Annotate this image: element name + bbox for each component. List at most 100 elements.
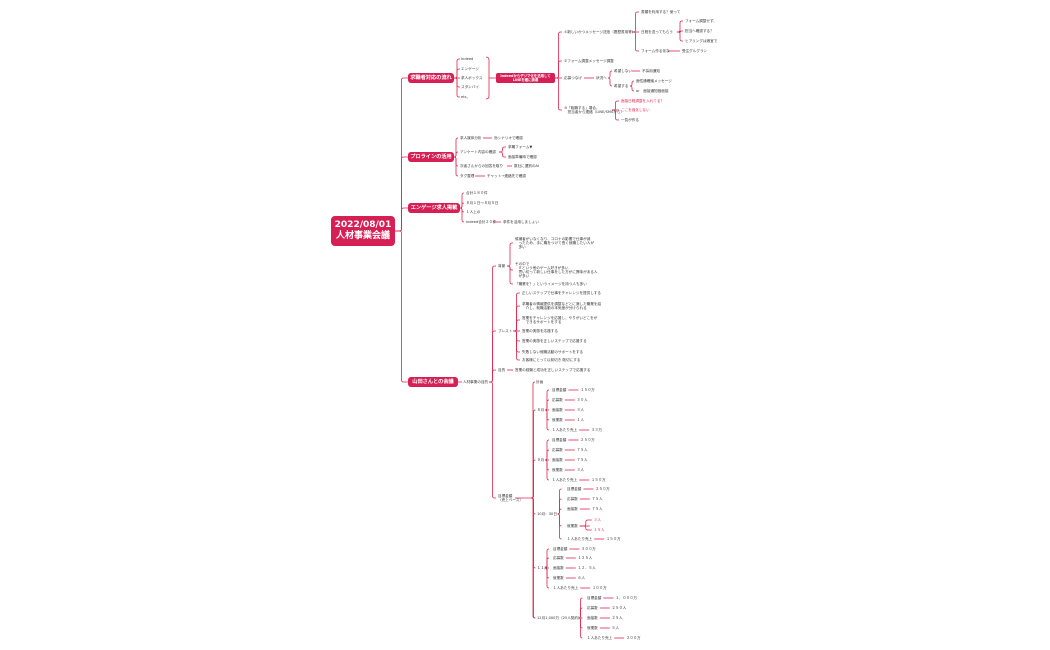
branch-job-seeker-flow[interactable]: 求職者対応の流れ: [408, 73, 454, 83]
n1a[interactable]: 書類を利用する？使って: [641, 10, 681, 14]
metric-value[interactable]: １５０万: [580, 388, 595, 392]
b4-k2c[interactable]: 営業をチャレンジを応援し、やりがいどこをが できるサポートをする: [522, 316, 598, 324]
n1b3[interactable]: ヒアリングは適宜で: [685, 39, 718, 43]
metric-key[interactable]: 面接数: [552, 408, 563, 412]
n4c[interactable]: 一覧が作る: [621, 118, 639, 122]
metric-value[interactable]: ２００万: [626, 636, 641, 640]
n3a1[interactable]: 希望しない: [614, 69, 632, 73]
metric-key[interactable]: 面接数: [567, 507, 578, 511]
metric-key[interactable]: 面接数: [553, 566, 564, 570]
n3a2[interactable]: 希望する: [614, 84, 629, 88]
metric-value[interactable]: ２５０万: [595, 487, 610, 491]
metric-value[interactable]: ５人: [611, 626, 619, 630]
step-form-message[interactable]: ②フォーム調整メッセージ調整: [564, 59, 614, 63]
metric-value[interactable]: ２５０万: [580, 438, 595, 442]
metric-key[interactable]: 応募数: [552, 448, 563, 452]
source-item[interactable]: 求人ボックス: [461, 76, 483, 80]
n1b[interactable]: 日程を送ってもらう: [641, 30, 673, 34]
metric-key[interactable]: １人あたり売上: [552, 428, 578, 432]
metric-key[interactable]: 面接数: [552, 458, 563, 462]
b3b[interactable]: ８月１日～８月５日: [466, 201, 499, 205]
b2d[interactable]: タグ整理: [460, 174, 475, 178]
n3a[interactable]: 状況へ: [596, 76, 607, 80]
b4-k2g[interactable]: お客様にとって以前切き 既切にする: [522, 358, 581, 362]
b3d[interactable]: indeed合計２０件: [466, 220, 497, 224]
metric-value[interactable]: ６人: [577, 576, 585, 580]
metric-value[interactable]: ２５０人: [611, 606, 627, 610]
n4b[interactable]: ここを強化しない: [621, 108, 650, 112]
metric-value[interactable]: ２５人: [611, 616, 623, 620]
b4-purpose[interactable]: 人材事業の目的: [463, 380, 489, 384]
month-label[interactable]: １１月: [537, 566, 548, 570]
source-item[interactable]: Indeed: [461, 57, 474, 61]
metric-key[interactable]: 就業数: [553, 576, 564, 580]
b2d1[interactable]: チャット→連絡先で確認: [487, 174, 526, 178]
metric-key[interactable]: 就業数: [587, 626, 598, 630]
metric-key[interactable]: 応募数: [552, 398, 563, 402]
n1c1[interactable]: 受注グルグラン: [682, 49, 708, 53]
metric-value-alt[interactable]: １５人: [593, 528, 605, 532]
b2b1[interactable]: 求職フォーム▼: [508, 145, 533, 149]
metric-value[interactable]: ３人: [576, 468, 584, 472]
n3a2y[interactable]: or 面接通知個面接: [636, 89, 669, 93]
branch-proline[interactable]: プロラインの活用: [408, 152, 454, 162]
source-item[interactable]: スタンバイ: [461, 85, 479, 89]
metric-key[interactable]: 面接数: [587, 616, 598, 620]
metric-key[interactable]: 目標金額: [553, 547, 568, 551]
month-label[interactable]: ９月: [537, 458, 545, 462]
metric-key[interactable]: 応募数: [567, 497, 578, 501]
b4-k2b[interactable]: 求職者の情報提供を調整などとに適した職業を紹 介し、就職活動の本気度が分けられる: [522, 302, 602, 310]
b2c1[interactable]: 数社に選別のAI: [514, 164, 540, 168]
month-label[interactable]: 10月：30日: [537, 512, 557, 516]
metric-key[interactable]: １人あたり売上: [567, 537, 593, 541]
b2a[interactable]: 求人媒体分析: [460, 136, 482, 140]
b4k1a[interactable]: 候補者がいなくなり、コロナの影響で仕事が減 ったため、手に職をつけて長く就職した…: [515, 237, 595, 249]
metric-value[interactable]: ７５人: [576, 458, 588, 462]
metric-value[interactable]: ３００万: [581, 547, 596, 551]
metric-key[interactable]: 目標金額: [552, 388, 567, 392]
metric-key[interactable]: １人あたり売上: [552, 478, 578, 482]
metric-key[interactable]: 応募数: [587, 606, 598, 610]
metric-key[interactable]: 就業数: [552, 468, 563, 472]
metric-key[interactable]: 目標金額: [567, 487, 582, 491]
branch-yamada-meeting[interactable]: 山田さんとの会議: [408, 377, 458, 387]
b3c[interactable]: １人上の: [466, 210, 481, 214]
b3d1[interactable]: 求件を活用しましょい: [503, 220, 539, 224]
b4k3a[interactable]: 営業の経験と成功を正しいステップで応援する: [515, 368, 591, 372]
plan-label[interactable]: 計画: [536, 380, 544, 384]
metric-value[interactable]: ３０人: [576, 398, 588, 402]
b4k3[interactable]: 目的: [498, 368, 506, 372]
n1b2[interactable]: 担当へ確認する？: [685, 29, 714, 33]
step-apply[interactable]: 応募つなげ: [564, 76, 582, 80]
b2c[interactable]: 次者さんからの回答を取り: [460, 164, 504, 168]
metric-value[interactable]: ７５人: [591, 507, 603, 511]
metric-value[interactable]: １５０万: [591, 478, 606, 482]
metric-value[interactable]: ７５人: [576, 448, 588, 452]
b2a1[interactable]: 効シナリオで確認: [494, 136, 523, 140]
metric-value[interactable]: ７５人: [591, 497, 603, 501]
metric-value[interactable]: １，０００万: [615, 596, 637, 600]
b4k1b[interactable]: その中で ITという他のゲーム好きが多い 思い切って新しい仕事をした方がに興味が…: [515, 262, 598, 278]
metric-key[interactable]: 就業数: [552, 418, 563, 422]
branch-engage[interactable]: エンゲージ求人掲載: [408, 203, 460, 213]
n3a1x[interactable]: 不採用通知: [642, 69, 660, 73]
metric-value[interactable]: １００万: [592, 586, 607, 590]
b4-k2e[interactable]: 営業の実態を正しいステップで応援する: [522, 339, 587, 343]
metric-value[interactable]: ３３万: [591, 428, 602, 432]
b3a[interactable]: 合計１８０件: [466, 191, 488, 195]
b2b2[interactable]: 面接準備時で確認: [508, 155, 537, 159]
metric-key[interactable]: １人あたり売上: [587, 636, 613, 640]
metric-value[interactable]: １人: [576, 418, 584, 422]
metric-key[interactable]: 目標金額: [587, 596, 602, 600]
metric-value[interactable]: ３人: [593, 518, 601, 522]
b4k1c[interactable]: 「職業を？」というイメージを持つ人も多い: [515, 282, 587, 286]
month-label[interactable]: ８月: [537, 408, 545, 412]
step-contact[interactable]: ③「転職する」場合、 担当者から連絡（LINE/SMSから）: [564, 106, 625, 114]
source-item[interactable]: etc。: [461, 95, 471, 99]
metric-value[interactable]: １２５人: [577, 556, 593, 560]
source-item[interactable]: エンゲージ: [461, 67, 479, 71]
metric-key[interactable]: 就業数: [567, 524, 578, 528]
